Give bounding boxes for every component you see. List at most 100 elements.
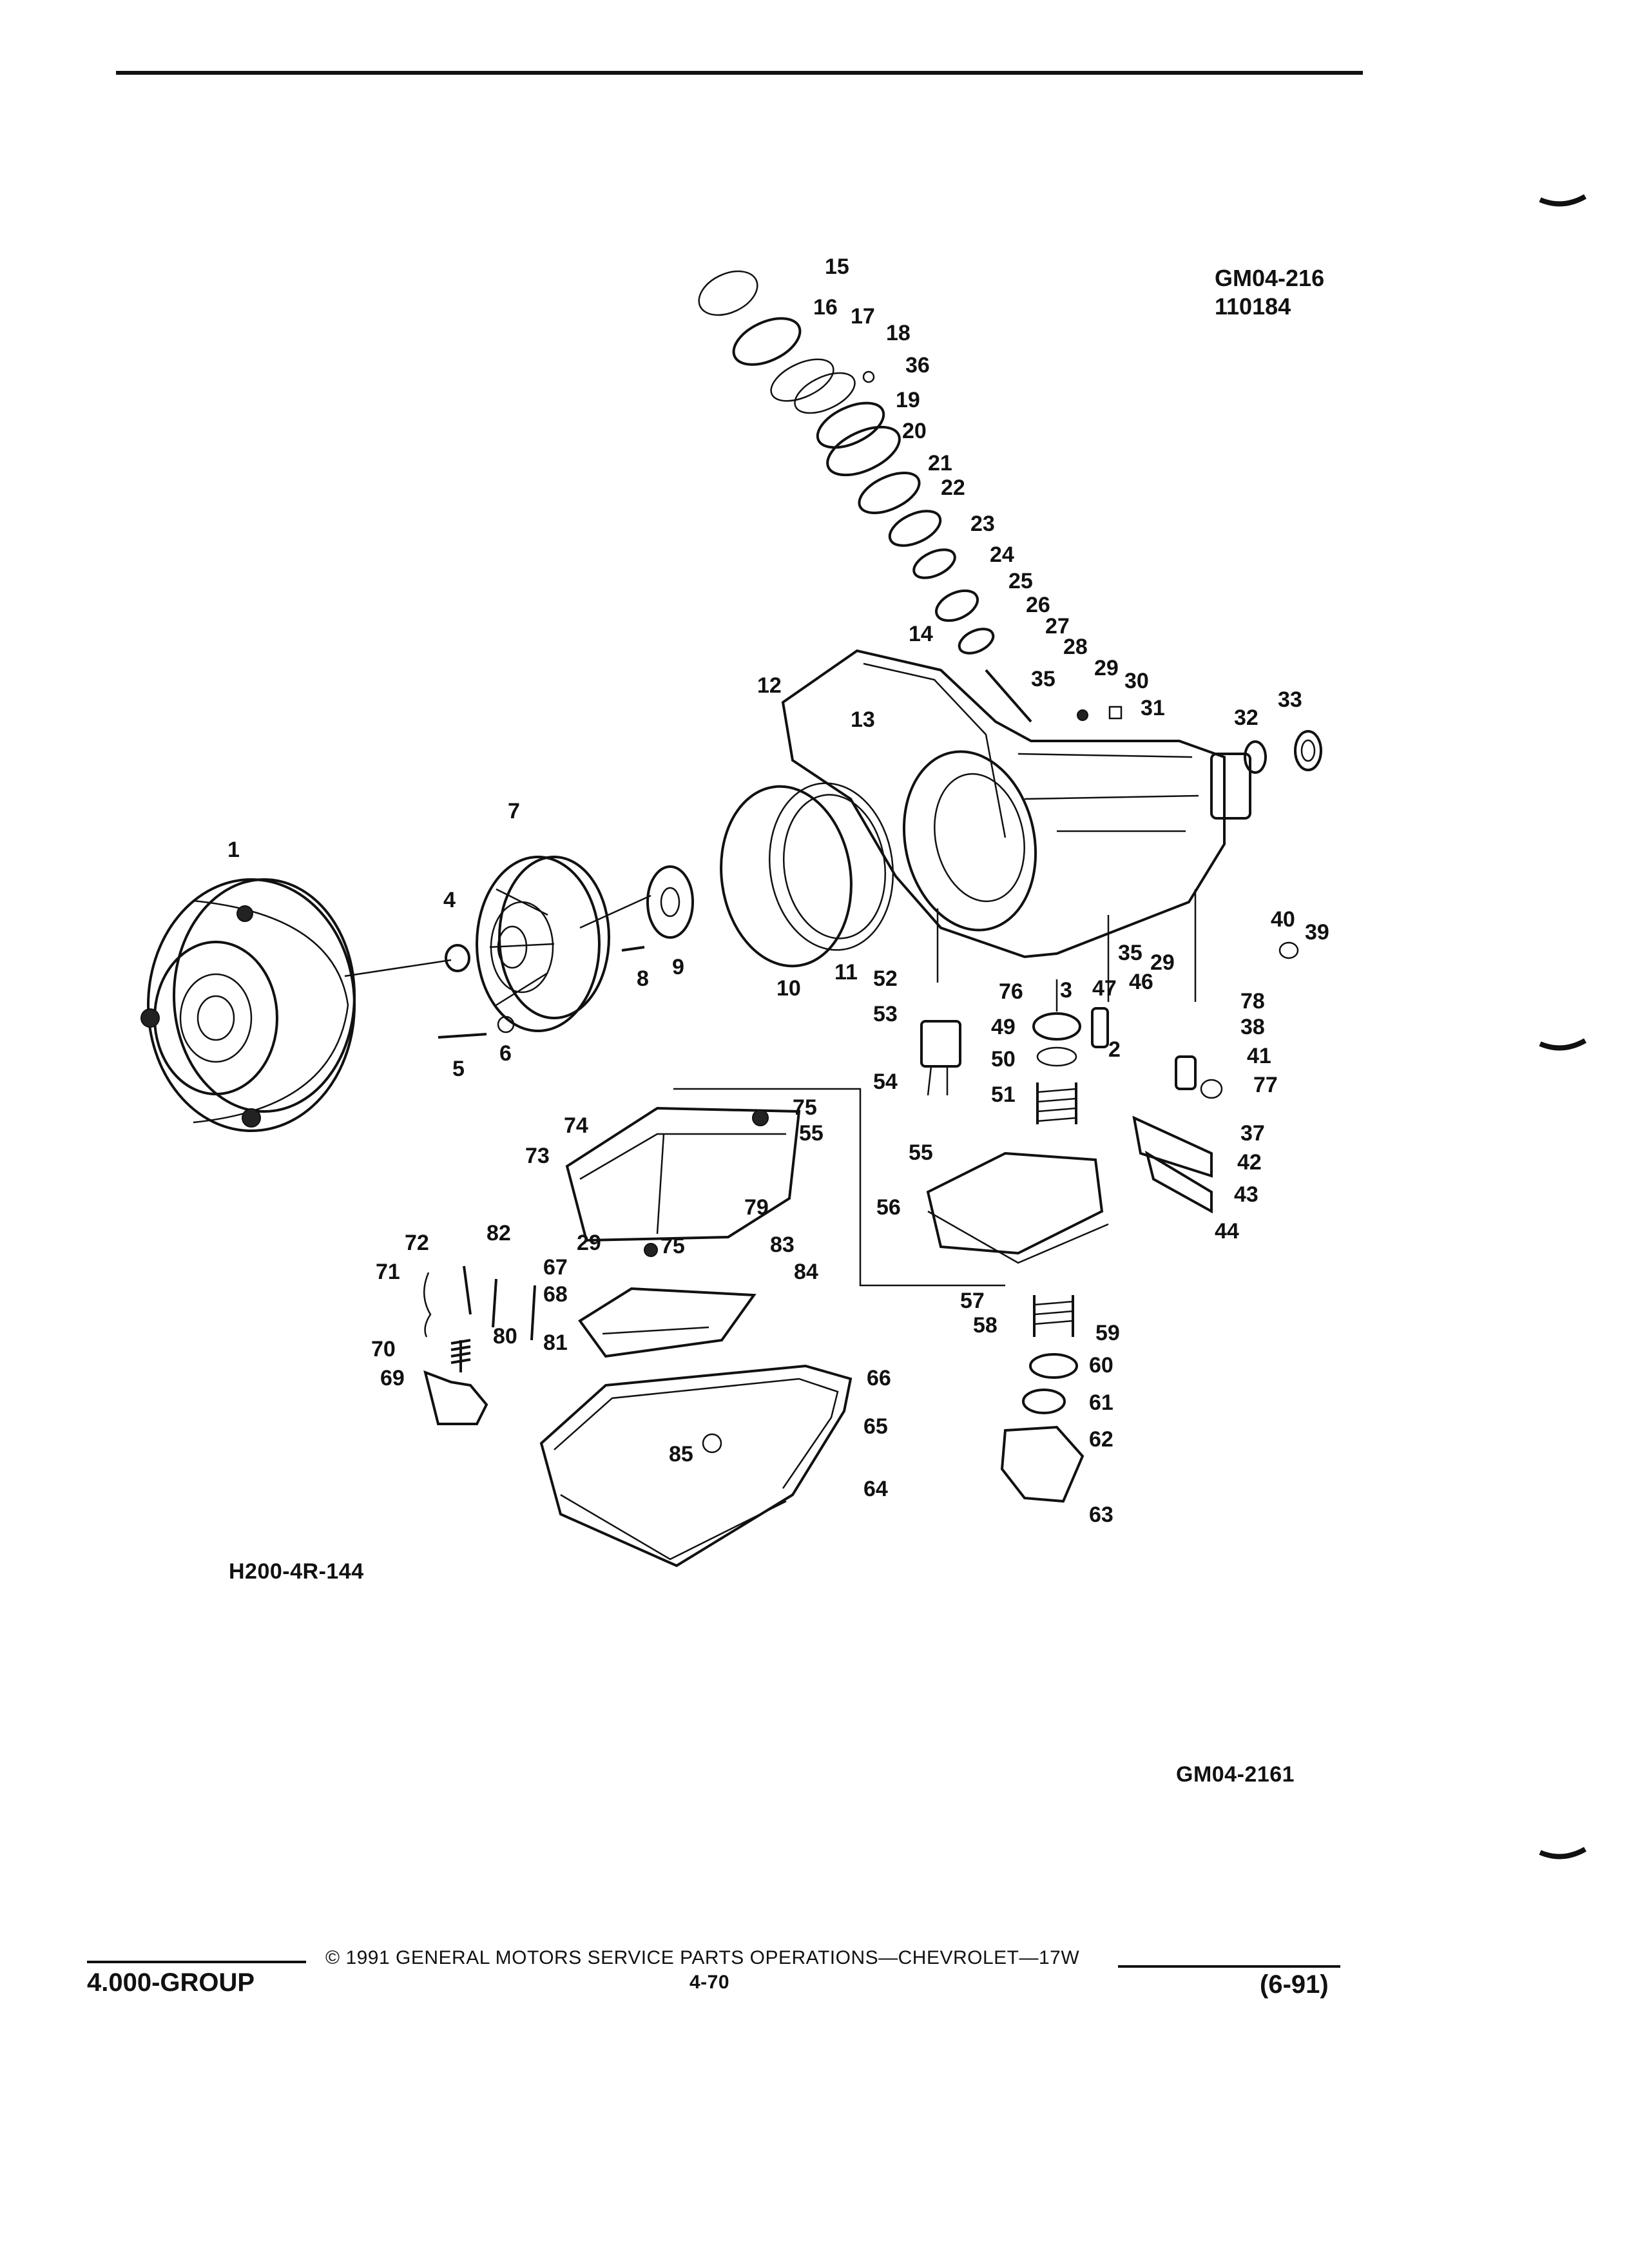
callout-61: 61 xyxy=(1089,1390,1113,1415)
transmission-case xyxy=(781,649,1322,959)
callout-26: 26 xyxy=(1026,593,1050,617)
callout-20: 20 xyxy=(902,419,927,443)
oil-filter xyxy=(578,1287,757,1358)
callout-22: 22 xyxy=(941,476,965,500)
callout-1: 1 xyxy=(227,838,240,862)
callout-82: 82 xyxy=(487,1221,511,1245)
callout-75b: 75 xyxy=(660,1234,685,1258)
top-rule xyxy=(116,71,1363,75)
copyright-line: © 1991 GENERAL MOTORS SERVICE PARTS OPER… xyxy=(325,1947,1080,1968)
callout-29c: 29 xyxy=(577,1231,601,1255)
drawing-code-2: 110184 xyxy=(1215,293,1291,320)
callout-42: 42 xyxy=(1237,1150,1262,1175)
callout-63: 63 xyxy=(1089,1503,1113,1527)
internal-clutch-stack xyxy=(698,270,1032,723)
servo-assemblies xyxy=(1000,1012,1084,1503)
callout-56: 56 xyxy=(876,1195,901,1220)
callout-71: 71 xyxy=(376,1260,400,1284)
callout-77: 77 xyxy=(1253,1073,1278,1097)
callout-64: 64 xyxy=(863,1477,888,1501)
callout-16: 16 xyxy=(813,295,838,320)
callout-74: 74 xyxy=(564,1113,588,1138)
oil-pump-assembly xyxy=(476,856,610,1032)
torque-converter xyxy=(140,878,356,1132)
callout-9: 9 xyxy=(672,955,684,979)
callout-14: 14 xyxy=(909,622,933,646)
callout-33: 33 xyxy=(1278,687,1302,712)
valve-body xyxy=(565,1106,801,1257)
callout-46: 46 xyxy=(1129,970,1153,994)
callout-25: 25 xyxy=(1008,569,1033,593)
callout-21: 21 xyxy=(928,451,952,476)
callout-23: 23 xyxy=(970,512,995,536)
callout-28: 28 xyxy=(1063,635,1088,659)
callout-labels: 1 2 3 4 5 6 7 8 9 10 11 12 13 14 15 16 1… xyxy=(227,255,1329,1527)
callout-35b: 35 xyxy=(1118,941,1142,965)
callout-81: 81 xyxy=(543,1331,568,1355)
callout-32: 32 xyxy=(1234,706,1258,730)
callout-62: 62 xyxy=(1089,1427,1113,1452)
callout-10: 10 xyxy=(776,976,801,1001)
callout-49: 49 xyxy=(991,1015,1016,1039)
callout-8: 8 xyxy=(637,966,649,991)
callout-43: 43 xyxy=(1234,1182,1258,1207)
footer-rule-right xyxy=(1118,1965,1340,1968)
margin-mark-3 xyxy=(1539,1847,1586,1860)
callout-50: 50 xyxy=(991,1047,1016,1072)
figure-code: GM04-2161 xyxy=(1176,1762,1295,1787)
callout-27: 27 xyxy=(1045,614,1070,639)
callout-70: 70 xyxy=(371,1337,396,1361)
callout-73: 73 xyxy=(525,1144,550,1168)
callout-72: 72 xyxy=(405,1231,429,1255)
drawing-code-1: GM04-216 xyxy=(1215,265,1325,291)
callout-47: 47 xyxy=(1092,976,1117,1001)
callout-75: 75 xyxy=(793,1095,817,1120)
callout-11: 11 xyxy=(834,960,858,985)
callout-15: 15 xyxy=(825,255,849,279)
callout-84: 84 xyxy=(794,1260,818,1284)
callout-13: 13 xyxy=(851,707,875,732)
callout-12: 12 xyxy=(757,673,782,698)
assembly-bracket-lines xyxy=(673,1088,1005,1287)
group-label: 4.000-GROUP xyxy=(87,1968,255,1997)
callout-5: 5 xyxy=(452,1057,465,1081)
callout-17: 17 xyxy=(851,304,875,329)
callout-7: 7 xyxy=(508,799,520,823)
callout-53: 53 xyxy=(873,1002,898,1026)
illustration-code: H200-4R-144 xyxy=(229,1559,364,1584)
callout-24: 24 xyxy=(990,543,1014,567)
callout-44: 44 xyxy=(1215,1219,1239,1244)
converter-hardware xyxy=(344,865,694,1039)
shift-linkage xyxy=(423,1265,536,1425)
solenoid xyxy=(920,1020,961,1096)
callout-55: 55 xyxy=(799,1121,824,1146)
callout-85: 85 xyxy=(669,1442,693,1466)
callout-54: 54 xyxy=(873,1070,898,1094)
drawing-code-block: GM04-216 110184 xyxy=(1215,264,1324,321)
spacer-plate xyxy=(926,1151,1109,1264)
callout-3: 3 xyxy=(1060,978,1072,1003)
callout-29: 29 xyxy=(1094,656,1119,680)
callout-83: 83 xyxy=(770,1233,795,1257)
callout-38: 38 xyxy=(1240,1015,1265,1039)
callout-55b: 55 xyxy=(909,1140,933,1165)
case-gaskets xyxy=(720,782,894,968)
callout-79: 79 xyxy=(744,1195,769,1220)
callout-39: 39 xyxy=(1305,920,1329,945)
callout-65: 65 xyxy=(863,1414,888,1439)
callout-35: 35 xyxy=(1031,667,1055,691)
callout-60: 60 xyxy=(1089,1353,1113,1378)
callout-67: 67 xyxy=(543,1255,568,1280)
callout-76: 76 xyxy=(999,979,1023,1004)
oil-pan xyxy=(539,1364,853,1568)
page-number: 4-70 xyxy=(689,1972,730,1993)
margin-mark-1 xyxy=(1539,194,1586,207)
callout-69: 69 xyxy=(380,1366,405,1390)
callout-41: 41 xyxy=(1247,1044,1271,1068)
callout-36: 36 xyxy=(905,353,930,378)
callout-58: 58 xyxy=(973,1313,998,1338)
callout-6: 6 xyxy=(499,1041,512,1066)
date-code: (6-91) xyxy=(1260,1970,1329,1999)
